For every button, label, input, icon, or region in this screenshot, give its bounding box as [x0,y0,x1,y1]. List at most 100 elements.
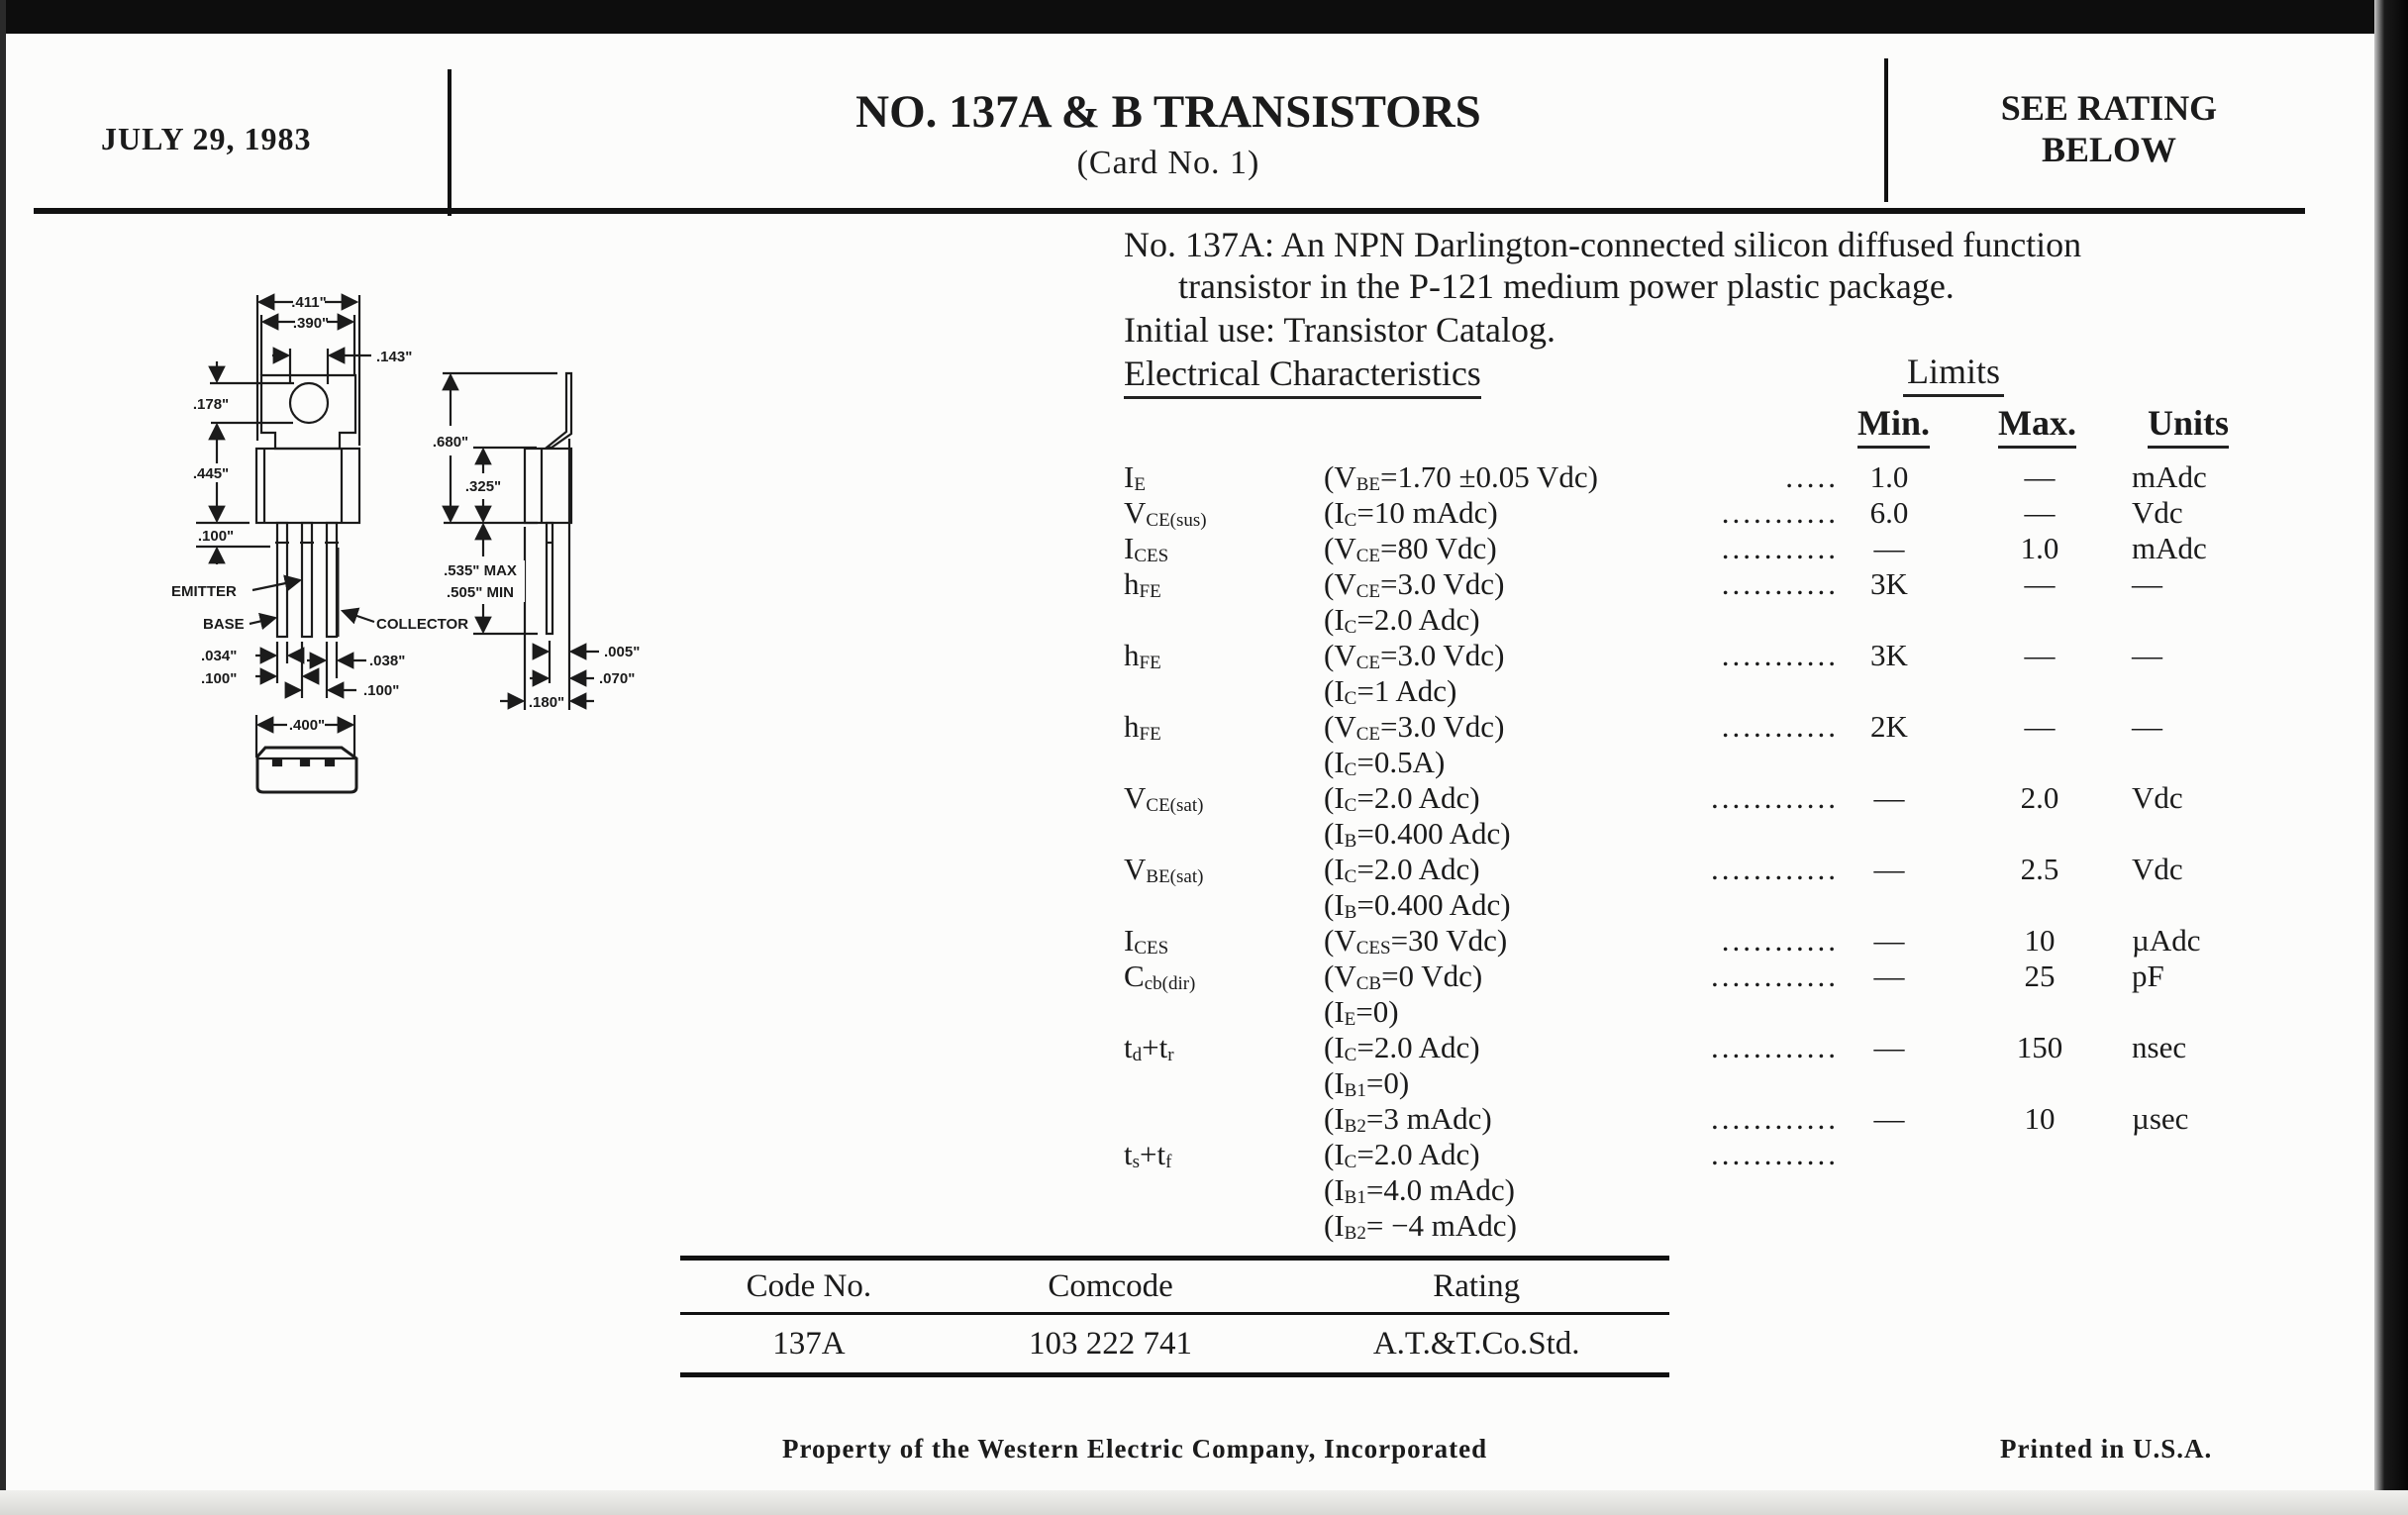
test-condition: (IB1=0) [1324,1065,1839,1109]
parameter-subscript: CES [1134,546,1169,566]
characteristic-row: hFE(VCE=3.0 Vdc)...........2K—— [1124,709,2312,745]
characteristic-row: ts+tf(IC=2.0 Adc)............ [1124,1137,2312,1172]
characteristic-row: (IB=0.400 Adc) [1124,816,2312,852]
parameter-symbol: Ccb(dir) [1124,959,1195,1002]
header-comcode: Comcode [937,1258,1284,1315]
parameter-symbol: VCE(sat) [1124,780,1203,824]
parameter-symbol: VCE(sus) [1124,495,1207,539]
condition-text: (IC=1 Adc) [1324,673,1456,717]
characteristic-row: (IC=1 Adc) [1124,673,2312,709]
condition-text: (I [1324,780,1345,815]
condition-text: =1 Adc) [1356,673,1457,708]
parameter-subscript: r [1167,1045,1174,1065]
min-value: — [1873,959,1905,993]
scan-top-edge [0,0,2408,34]
units-value: Vdc [2132,495,2183,530]
condition-subscript: CE [1355,546,1380,566]
max-value: 2.0 [2020,780,2059,815]
condition-text: (I [1324,852,1345,886]
dot-leader: ........... [1721,638,1839,672]
condition-subscript: C [1344,510,1357,531]
dim-400: .400" [289,717,325,734]
condition-text: (I [1324,887,1345,922]
dim-178: .178" [193,396,229,413]
test-condition: (IB2= −4 mAdc) [1324,1208,1839,1252]
min-value: 3K [1870,638,1908,672]
characteristic-row: hFE(VCE=3.0 Vdc)...........3K—— [1124,638,2312,673]
rating-note: SEE RATING BELOW [1911,87,2307,170]
parameter-symbol: hFE [1124,638,1161,681]
condition-subscript: B [1344,831,1357,852]
condition-text: (IB1=4.0 mAdc) [1324,1172,1515,1216]
condition-text: =4.0 mAdc) [1365,1172,1515,1207]
condition-text: (VCB=0 Vdc) [1324,959,1482,1002]
parameter-subscript: FE [1139,581,1161,602]
dim-005: .005" [604,644,640,660]
condition-text: (VCE=80 Vdc) [1324,531,1497,574]
condition-text: (VBE=1.70 ±0.05 Vdc) [1324,459,1598,503]
dim-100-lead: .100" [198,528,234,545]
condition-subscript: B1 [1344,1080,1366,1101]
description-line2: transistor in the P-121 medium power pla… [1178,266,1955,306]
test-condition: (IC=2.0 Adc)............ [1324,1030,1839,1073]
parameter-subscript: CES [1134,938,1169,959]
condition-text: =2.0 Adc) [1356,1137,1480,1171]
units-value: µsec [2132,1101,2189,1136]
table-row: 137A 103 222 741 A.T.&T.Co.Std. [680,1314,1669,1375]
condition-text: (IB=0.400 Adc) [1324,816,1511,859]
condition-text: =0.400 Adc) [1356,887,1511,922]
dot-leader: ........... [1721,566,1839,601]
condition-subscript: BE [1355,474,1380,495]
parameter-subscript: (sus) [1169,510,1207,531]
condition-text: =2.0 Adc) [1356,780,1480,815]
rating-cell: A.T.&T.Co.Std. [1372,1325,1580,1362]
label-base: BASE [203,616,245,633]
parameter-subscript: BE [1146,866,1170,887]
parameter-text: V [1124,780,1147,815]
units-value: µAdc [2132,923,2201,958]
description-line1: No. 137A: An NPN Darlington-connected si… [1124,225,2082,264]
parameter-symbol: ICES [1124,531,1168,574]
dot-leader: ............ [1711,852,1839,886]
condition-subscript: E [1344,1009,1356,1030]
min-heading: Min. [1857,402,1931,449]
condition-text: =3.0 Vdc) [1380,566,1505,601]
condition-subscript: CB [1355,973,1382,994]
units-value: pF [2132,959,2164,993]
test-condition: (IC=1 Adc) [1324,673,1839,717]
test-condition: (IC=2.0 Adc) [1324,602,1839,646]
max-value: 10 [2024,923,2056,958]
characteristic-row: (IB1=0) [1124,1065,2312,1101]
condition-text: =80 Vdc) [1380,531,1497,565]
side-view [442,371,599,710]
dim-034: .034" [201,648,237,664]
dot-leader: ............ [1711,1101,1839,1136]
condition-subscript: CE [1355,724,1380,745]
min-value: — [1873,852,1905,886]
condition-text: =0) [1355,994,1399,1029]
condition-text: (I [1324,1172,1345,1207]
parameter-text: I [1124,531,1135,565]
condition-text: (I [1324,816,1345,851]
condition-text: =1.70 ±0.05 Vdc) [1380,459,1598,494]
min-value: 1.0 [1869,459,1909,494]
condition-subscript: C [1344,688,1357,709]
condition-subscript: C [1344,795,1357,816]
test-condition: (IB2=3 mAdc)............ [1324,1101,1839,1145]
parameter-text: V [1124,852,1147,886]
condition-text: = −4 mAdc) [1365,1208,1517,1243]
parameter-symbol: ts+tf [1124,1137,1171,1180]
parameter-text: h [1124,566,1140,601]
rating-note-line2: BELOW [2041,130,2177,169]
parameter-text: V [1124,495,1147,530]
condition-text: (VCE=3.0 Vdc) [1324,566,1504,610]
parameter-subscript: CE [1146,795,1170,816]
parameter-symbol: VBE(sat) [1124,852,1203,895]
dim-411: .411" [291,294,326,311]
max-value: 25 [2024,959,2056,993]
parameter-text: t [1124,1137,1133,1171]
parameter-text: t [1124,1030,1133,1064]
characteristic-row: hFE(VCE=3.0 Vdc)...........3K—— [1124,566,2312,602]
